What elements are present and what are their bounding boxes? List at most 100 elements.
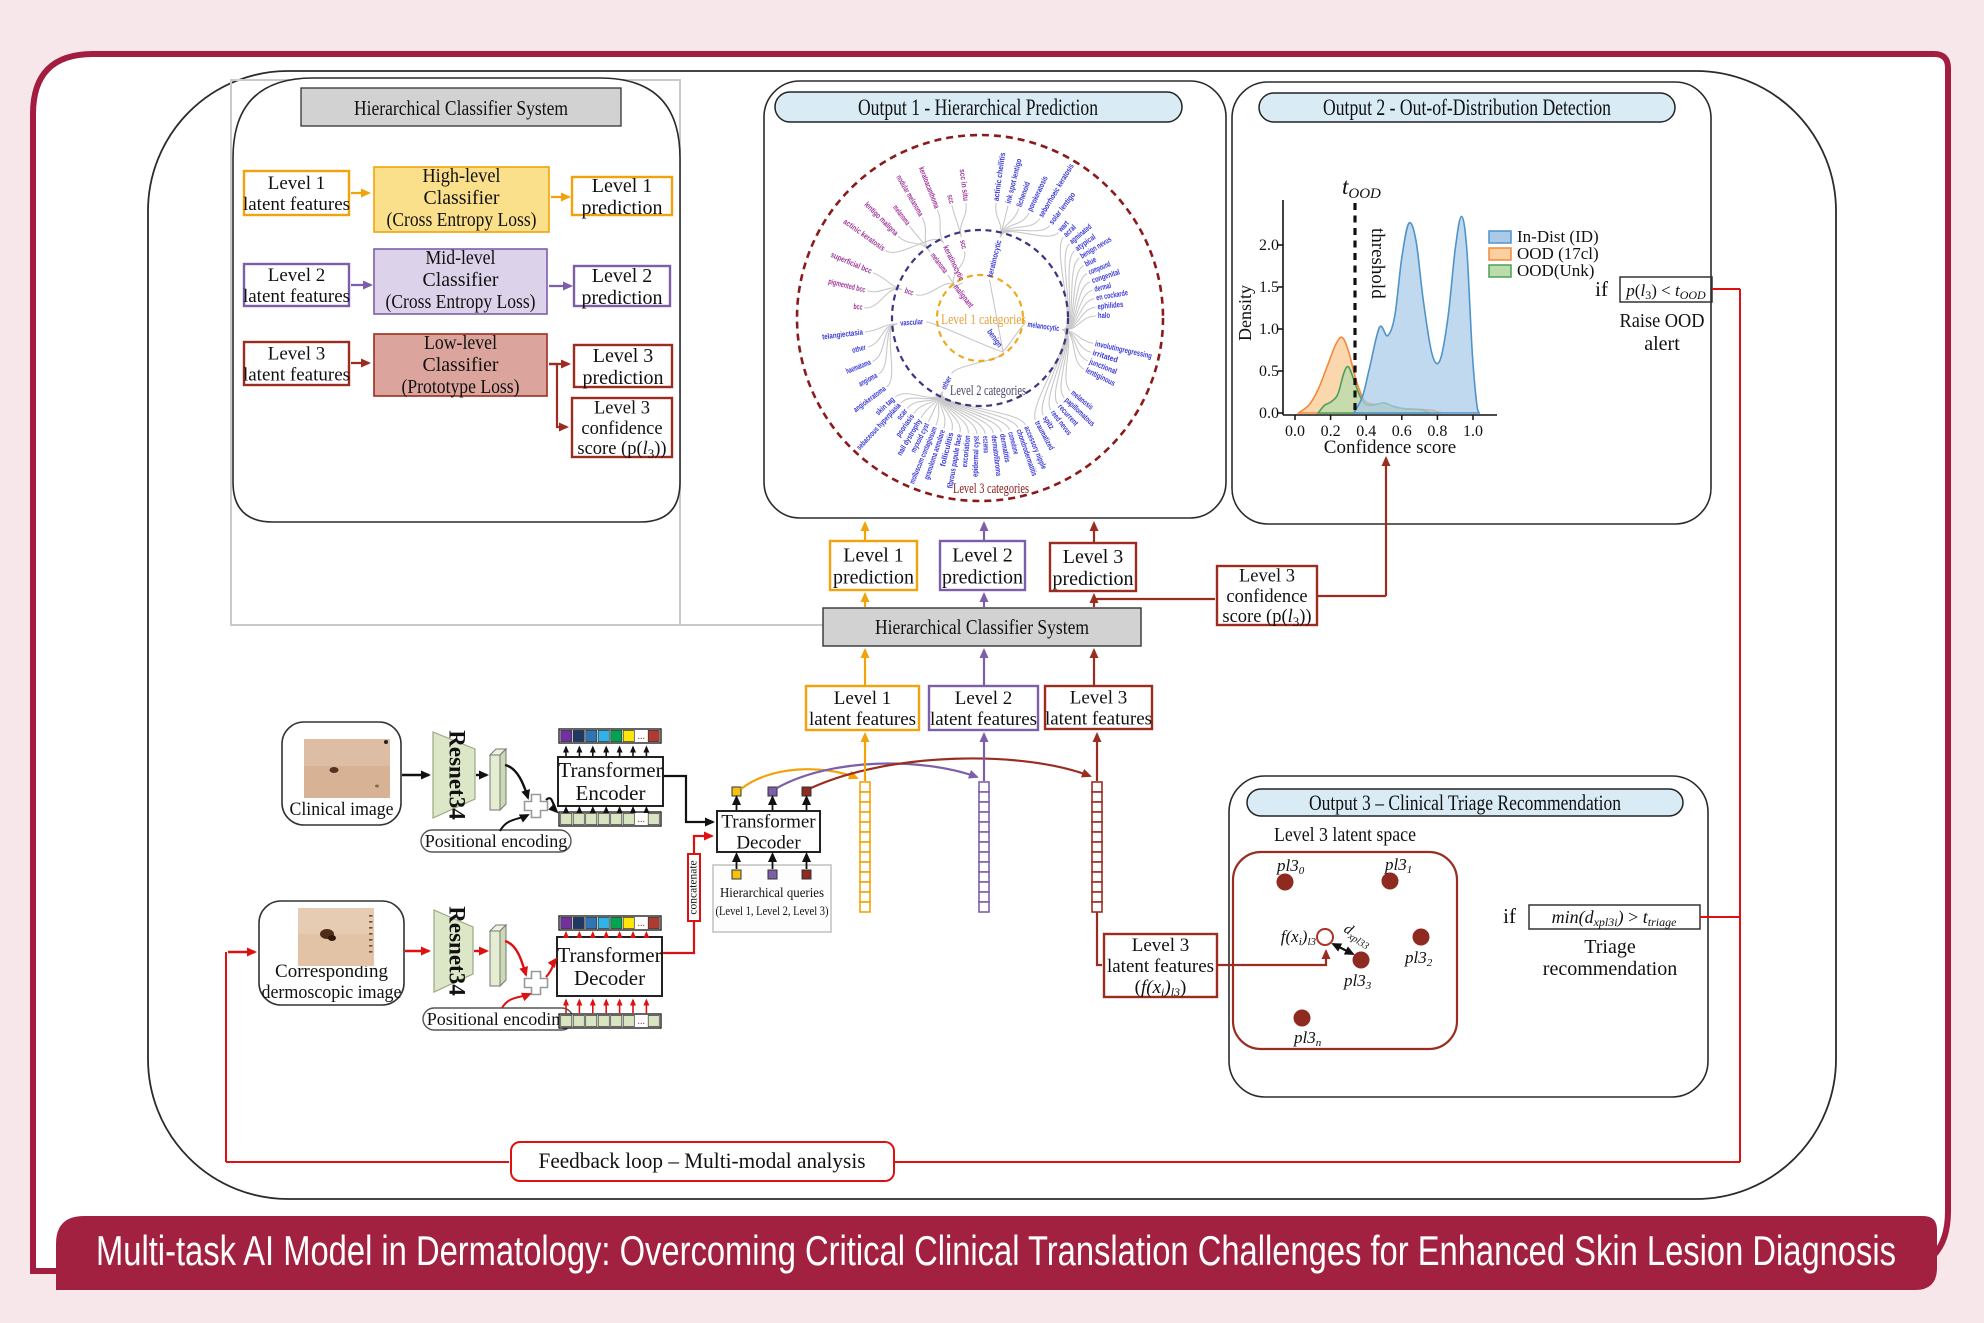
svg-text:Output 3 – Clinical Triage Rec: Output 3 – Clinical Triage Recommendatio… xyxy=(1309,790,1621,815)
svg-text:Level 2: Level 2 xyxy=(592,265,653,287)
svg-text:1.0: 1.0 xyxy=(1259,321,1279,338)
svg-text:f(xi)l3: f(xi)l3 xyxy=(1281,927,1317,948)
svg-text:bcc: bcc xyxy=(903,286,915,298)
svg-text:other: other xyxy=(851,343,867,355)
svg-text:pl3n: pl3n xyxy=(1293,1028,1322,1049)
svg-text:latent features: latent features xyxy=(243,364,350,385)
svg-text:latent features: latent features xyxy=(243,286,350,307)
svg-text:1.0: 1.0 xyxy=(1463,423,1483,440)
svg-text:High-level: High-level xyxy=(423,165,501,187)
svg-text:Low-level: Low-level xyxy=(424,332,497,354)
svg-text:prediction: prediction xyxy=(581,197,662,219)
svg-text:tOOD: tOOD xyxy=(1342,174,1381,202)
svg-text:prediction: prediction xyxy=(942,566,1023,588)
svg-text:(Level 1, Level 2, Level 3): (Level 1, Level 2, Level 3) xyxy=(716,903,829,918)
svg-text:Classifier: Classifier xyxy=(423,269,499,291)
svg-text:melanocytic: melanocytic xyxy=(1027,320,1060,333)
svg-text:1.5: 1.5 xyxy=(1259,279,1279,296)
svg-text:prediction: prediction xyxy=(833,566,914,588)
svg-text:confidence: confidence xyxy=(1226,587,1307,607)
svg-text:...: ... xyxy=(638,918,646,929)
svg-text:Triage: Triage xyxy=(1584,936,1636,958)
svg-text:Level 3: Level 3 xyxy=(1239,566,1295,586)
svg-text:Raise OOD: Raise OOD xyxy=(1620,310,1705,332)
svg-text:pl32: pl32 xyxy=(1404,948,1433,969)
svg-text:Positional encoding: Positional encoding xyxy=(425,831,568,851)
svg-text:Decoder: Decoder xyxy=(574,966,645,990)
svg-text:dermoscopic image: dermoscopic image xyxy=(262,982,402,1003)
svg-text:excoriation: excoriation xyxy=(960,435,972,468)
svg-text:Hierarchical Classifier System: Hierarchical Classifier System xyxy=(354,96,568,120)
svg-text:Output 1 - Hierarchical Predic: Output 1 - Hierarchical Prediction xyxy=(858,95,1098,120)
svg-text:Positional encoding: Positional encoding xyxy=(427,1009,570,1029)
svg-text:Level 3: Level 3 xyxy=(1063,546,1124,568)
svg-text:Classifier: Classifier xyxy=(423,354,499,376)
svg-text:recommendation: recommendation xyxy=(1543,958,1677,980)
svg-text:pl31: pl31 xyxy=(1384,855,1412,876)
svg-text:Hierarchical queries: Hierarchical queries xyxy=(720,886,824,901)
svg-text:epidermal cyst: epidermal cyst xyxy=(971,436,981,477)
svg-text:eczema: eczema xyxy=(981,436,991,454)
svg-text:Resnet34: Resnet34 xyxy=(445,730,470,820)
svg-text:Corresponding: Corresponding xyxy=(275,961,388,982)
svg-text:Mid-level: Mid-level xyxy=(426,247,496,269)
svg-text:Level 1 categories: Level 1 categories xyxy=(941,312,1026,328)
svg-text:Level 1: Level 1 xyxy=(592,175,653,197)
svg-text:dermal: dermal xyxy=(1093,281,1112,294)
svg-text:Transformer: Transformer xyxy=(557,943,661,967)
svg-text:min(dxpl3i) > ttriage: min(dxpl3i) > ttriage xyxy=(1552,907,1678,929)
svg-text:(Cross Entropy Loss): (Cross Entropy Loss) xyxy=(386,291,536,313)
svg-text:Level 2 categories: Level 2 categories xyxy=(950,383,1026,399)
svg-text:Classifier: Classifier xyxy=(424,187,500,209)
svg-text:vascular: vascular xyxy=(900,317,924,328)
svg-text:Level 3 categories: Level 3 categories xyxy=(953,481,1029,497)
svg-text:threshold: threshold xyxy=(1367,228,1388,299)
svg-text:Level 3 latent space: Level 3 latent space xyxy=(1274,824,1416,846)
svg-text:Level 3: Level 3 xyxy=(1070,688,1128,709)
svg-text:prediction: prediction xyxy=(581,287,662,309)
svg-text:Output 2 - Out-of-Distribution: Output 2 - Out-of-Distribution Detection xyxy=(1323,95,1611,120)
svg-text:0.6: 0.6 xyxy=(1392,423,1412,440)
svg-text:latent features: latent features xyxy=(1107,956,1214,977)
svg-text:Multi-task AI Model in Dermato: Multi-task AI Model in Dermatology: Over… xyxy=(96,1227,1896,1274)
svg-text:latent features: latent features xyxy=(809,709,916,730)
svg-text:0.5: 0.5 xyxy=(1259,363,1279,380)
svg-text:0.4: 0.4 xyxy=(1356,423,1376,440)
svg-text:latent features: latent features xyxy=(1045,708,1152,729)
svg-text:Level 3: Level 3 xyxy=(594,398,650,418)
svg-text:if: if xyxy=(1503,904,1516,928)
svg-text:ephilides: ephilides xyxy=(1097,300,1124,311)
svg-text:score (p(l3)): score (p(l3)) xyxy=(577,439,666,461)
svg-text:latent features: latent features xyxy=(930,709,1037,730)
svg-text:scc: scc xyxy=(945,194,956,205)
svg-text:pl33: pl33 xyxy=(1343,971,1372,992)
svg-text:prediction: prediction xyxy=(582,367,663,389)
svg-text:Level 2: Level 2 xyxy=(952,544,1013,566)
svg-text:Density: Density xyxy=(1235,285,1255,341)
svg-text:Transformer: Transformer xyxy=(558,758,662,782)
svg-text:Level 1: Level 1 xyxy=(843,544,904,566)
svg-text:prediction: prediction xyxy=(1052,568,1133,590)
svg-text:halo: halo xyxy=(1098,311,1110,320)
svg-text:0.0: 0.0 xyxy=(1259,405,1279,422)
svg-text:0.0: 0.0 xyxy=(1285,423,1305,440)
svg-text:In-Dist (ID): In-Dist (ID) xyxy=(1517,227,1599,246)
svg-text:...: ... xyxy=(638,814,646,825)
svg-text:Level 3: Level 3 xyxy=(268,344,326,365)
svg-text:Decoder: Decoder xyxy=(736,832,801,853)
svg-text:...: ... xyxy=(638,731,646,742)
svg-text:Confidence score: Confidence score xyxy=(1324,437,1456,458)
svg-text:if: if xyxy=(1595,277,1608,301)
svg-text:Transformer: Transformer xyxy=(721,812,816,833)
svg-text:alert: alert xyxy=(1644,333,1680,355)
svg-text:Resnet34: Resnet34 xyxy=(445,906,470,996)
svg-text:scc in situ: scc in situ xyxy=(958,169,971,202)
svg-text:(Prototype Loss): (Prototype Loss) xyxy=(402,376,520,398)
svg-text:Level 3: Level 3 xyxy=(593,345,654,367)
svg-text:OOD(Unk): OOD(Unk) xyxy=(1517,261,1594,280)
svg-text:2.0: 2.0 xyxy=(1259,237,1279,254)
svg-text:Encoder: Encoder xyxy=(576,781,646,805)
svg-text:Level 1: Level 1 xyxy=(268,173,326,194)
svg-text:0.2: 0.2 xyxy=(1321,423,1341,440)
svg-text:Feedback loop – Multi-modal an: Feedback loop – Multi-modal analysis xyxy=(539,1148,866,1173)
